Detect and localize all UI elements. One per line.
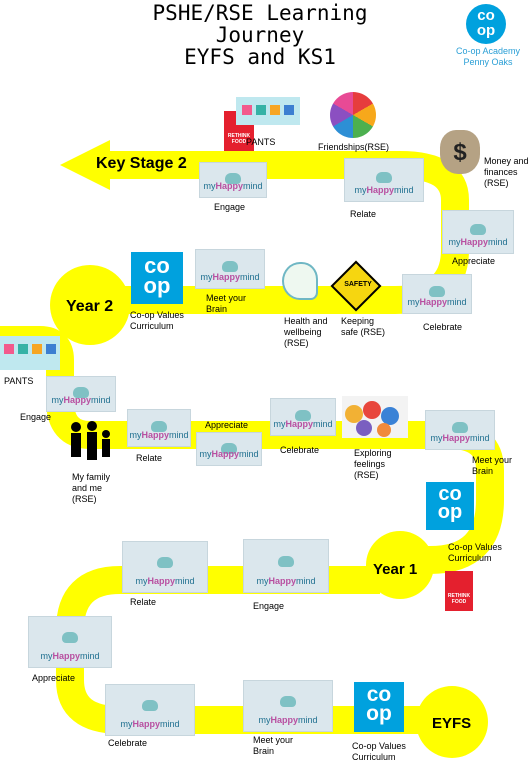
coop-values-label-year1: Co-op Values Curriculum xyxy=(448,542,502,563)
family-icon xyxy=(66,420,116,466)
myhappymind-relate-ks2: myHappymind xyxy=(344,158,424,202)
health-head-icon xyxy=(282,262,318,300)
meet-brain-label-year2: Meet your Brain xyxy=(206,293,247,314)
friendships-icon xyxy=(330,92,376,138)
myhappymind-appreciate-ks2: myHappymind xyxy=(442,210,514,254)
year-2-label: Year 2 xyxy=(66,298,114,315)
friendships-label: Friendships(RSE) xyxy=(318,142,390,152)
myhappymind-engage-eyfs: myHappymind xyxy=(243,539,329,593)
myhappymind-meet-brain-year1: myHappymind xyxy=(425,410,495,450)
myhappymind-meet-brain-eyfs: myHappymind xyxy=(243,680,333,732)
appreciate-label-year1: Appreciate xyxy=(205,420,249,430)
coop-academy-logo: co op xyxy=(466,4,506,44)
title-line-3: EYFS and KS1 xyxy=(184,45,336,69)
key-stage-2-label: Key Stage 2 xyxy=(96,155,187,172)
relate-label-year1: Relate xyxy=(136,453,163,463)
myhappymind-engage-year1: myHappymind xyxy=(46,376,116,412)
money-bag-icon: $ xyxy=(440,130,480,174)
family-label: My family and me (RSE) xyxy=(72,472,110,504)
pants-label-year1: PANTS xyxy=(4,376,34,386)
pants-label-ks2: PANTS xyxy=(246,137,276,147)
road-year2-circle xyxy=(50,265,130,345)
engage-label-year1: Engage xyxy=(20,412,52,422)
engage-label-eyfs: Engage xyxy=(253,601,285,611)
exploring-feelings-icon xyxy=(342,396,408,438)
year-1-label: Year 1 xyxy=(373,561,418,578)
celebrate-label-year2: Celebrate xyxy=(423,322,463,332)
meet-brain-label-eyfs: Meet your Brain xyxy=(253,735,294,756)
relate-label-eyfs: Relate xyxy=(130,597,157,607)
page-title: PSHE/RSE Learning Journey EYFS and KS1 xyxy=(100,2,420,68)
pants-image-year1 xyxy=(0,336,60,370)
myhappymind-meet-brain-year2: myHappymind xyxy=(195,249,265,289)
road-arrow-head xyxy=(60,140,110,190)
eyfs-label: EYFS xyxy=(432,715,472,732)
coop-values-label-eyfs: Co-op Values Curriculum xyxy=(352,741,406,762)
celebrate-label-eyfs: Celebrate xyxy=(108,738,148,748)
pants-image xyxy=(236,97,300,125)
keeping-safe-label: Keeping safe (RSE) xyxy=(341,316,386,337)
safety-sign-text: SAFETY xyxy=(344,281,372,288)
health-label: Health and wellbeing (RSE) xyxy=(284,316,328,348)
myhappymind-relate-eyfs: myHappymind xyxy=(122,541,208,593)
myhappymind-appreciate-year1: myHappymind xyxy=(196,432,262,466)
engage-label-ks2: Engage xyxy=(214,202,246,212)
road-eyfs-circle xyxy=(416,686,488,758)
myhappymind-celebrate-eyfs: myHappymind xyxy=(105,684,195,736)
road-year1-circle xyxy=(366,531,434,599)
myhappymind-celebrate-year1: myHappymind xyxy=(270,398,336,436)
myhappymind-appreciate-eyfs: myHappymind xyxy=(28,616,112,668)
appreciate-label-ks2: Appreciate xyxy=(452,256,496,266)
exploring-feelings-label: Exploring feelings (RSE) xyxy=(354,448,392,480)
coop-logo-bottom: op xyxy=(476,22,496,39)
myhappymind-relate-year1: myHappymind xyxy=(127,409,191,447)
coop-logo-top: co xyxy=(477,7,495,24)
celebrate-label-year1: Celebrate xyxy=(280,445,320,455)
title-line-2: Journey xyxy=(215,23,305,47)
myhappymind-celebrate-year2: myHappymind xyxy=(402,274,472,314)
myhappymind-engage-ks2: myHappymind xyxy=(199,162,267,198)
relate-label-ks2: Relate xyxy=(350,209,377,219)
meet-brain-label-year1: Meet your Brain xyxy=(472,455,513,476)
appreciate-label-eyfs: Appreciate xyxy=(32,673,76,683)
school-name: Co-op Academy Penny Oaks xyxy=(455,46,521,67)
coop-values-label-year2: Co-op Values Curriculum xyxy=(130,310,184,331)
title-line-1: PSHE/RSE Learning xyxy=(152,1,368,25)
money-label: Money and finances (RSE) xyxy=(484,156,529,188)
